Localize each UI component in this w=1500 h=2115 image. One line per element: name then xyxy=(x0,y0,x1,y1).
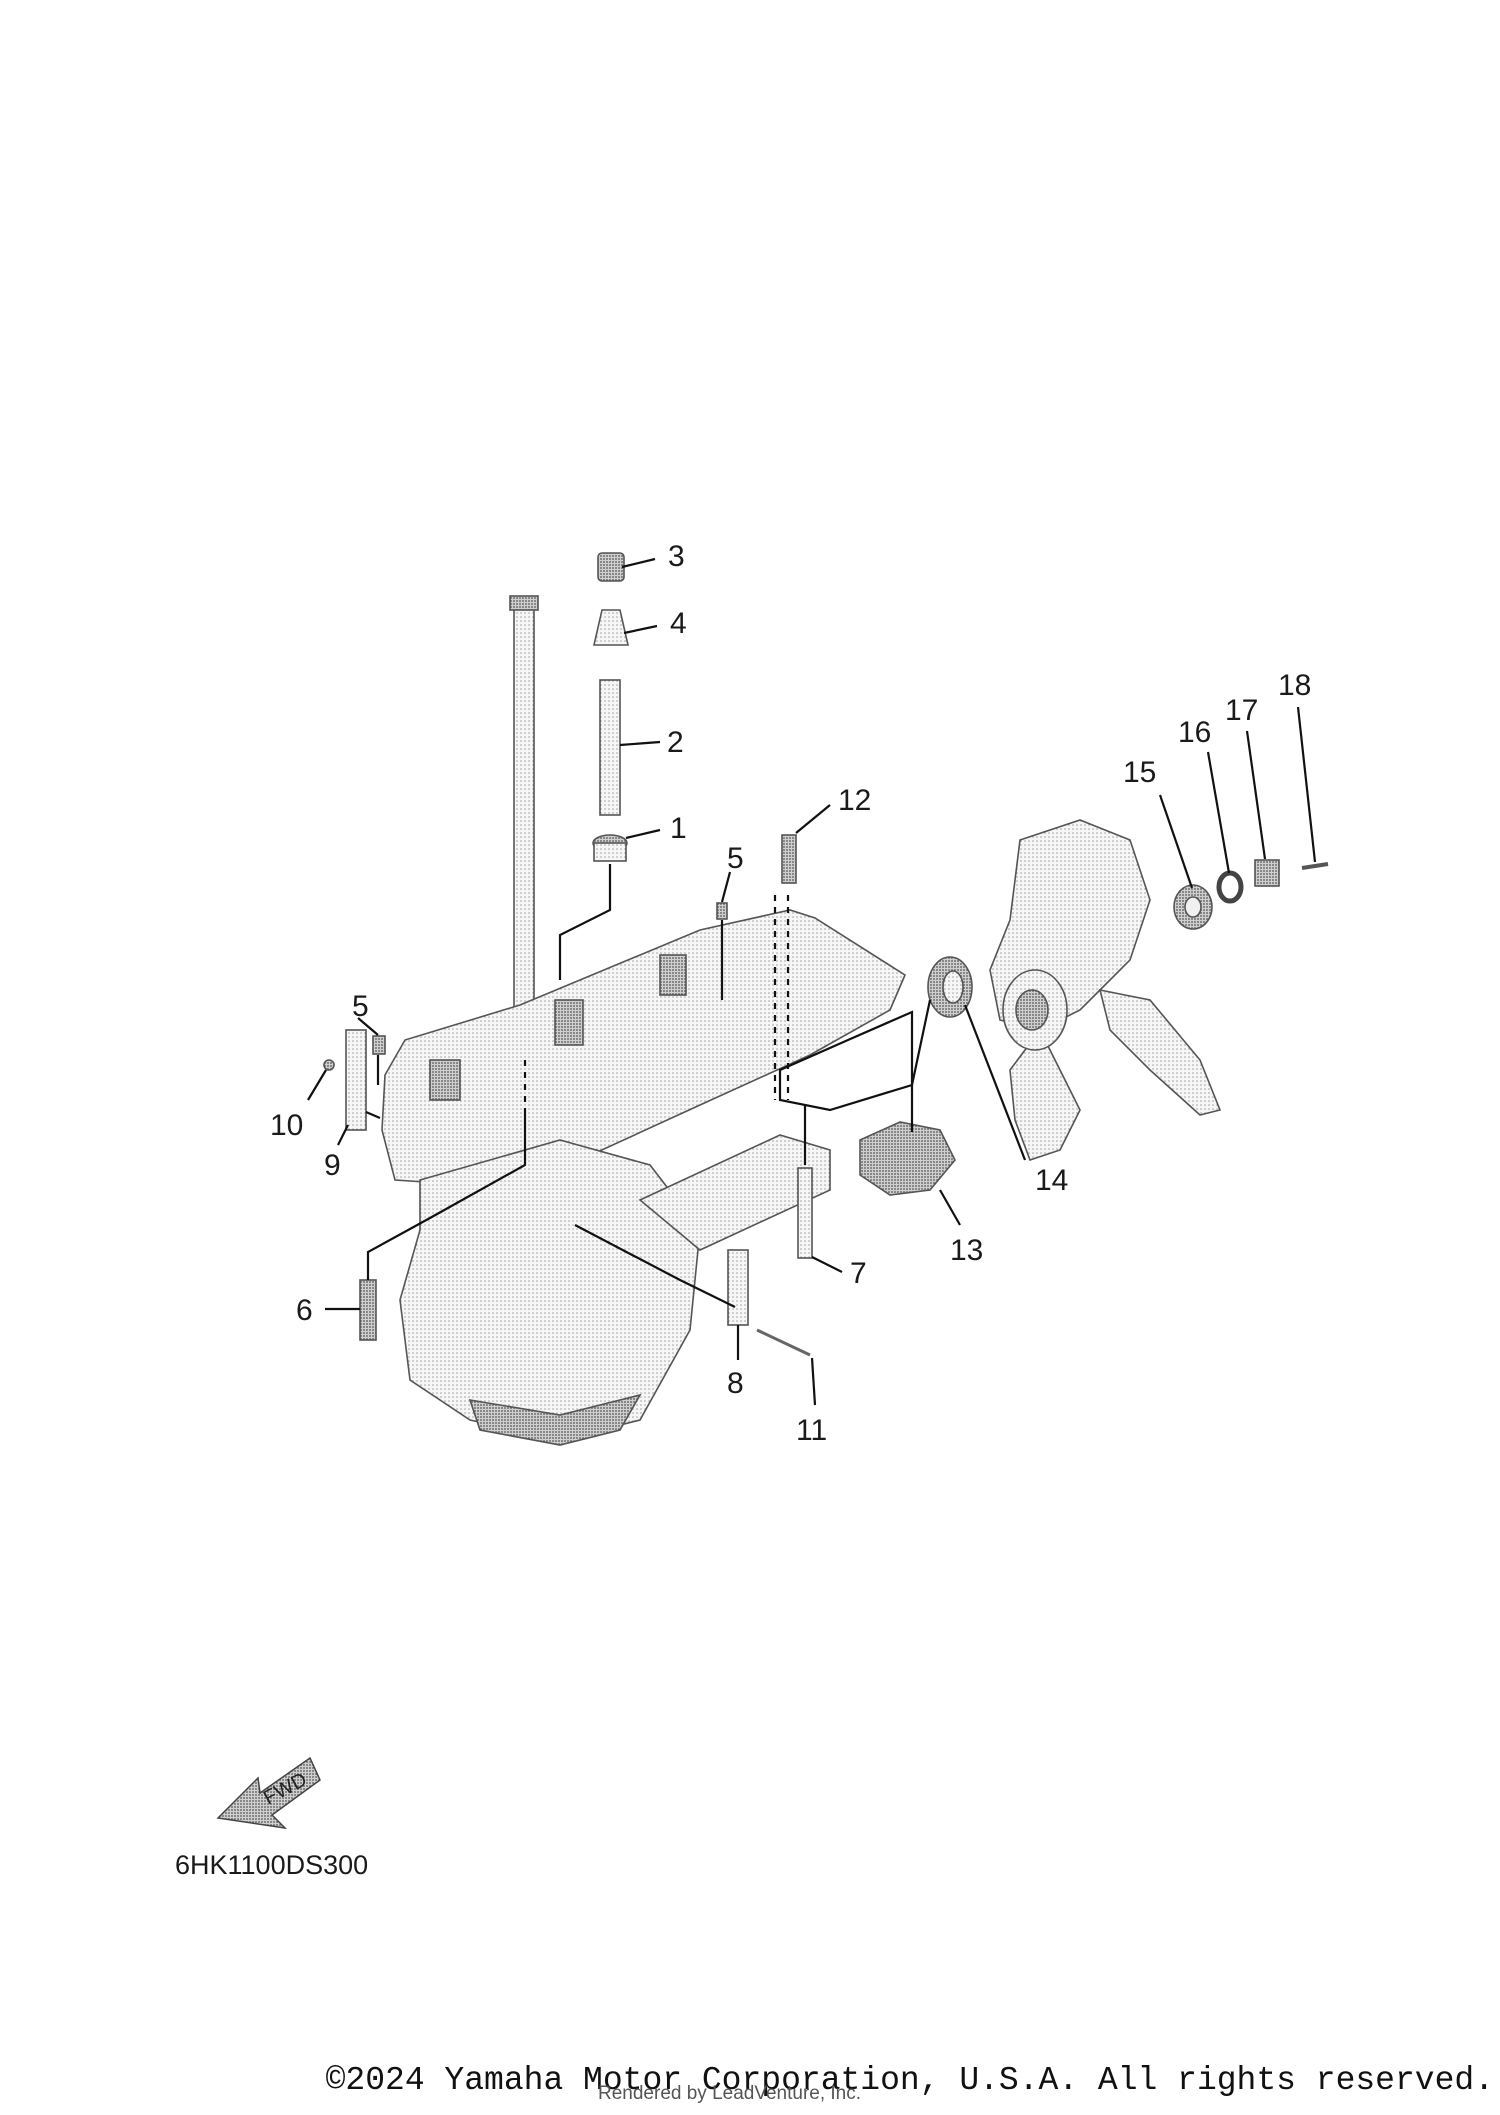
propeller xyxy=(989,819,1222,1162)
part-13-bolt xyxy=(781,834,797,884)
part-1-grommet xyxy=(592,834,628,862)
part-16-spacer xyxy=(1216,870,1244,904)
leader-lines xyxy=(307,557,1317,1406)
copyright-notice: ©2024 Yamaha Motor Corporation, U.S.A. A… xyxy=(325,2062,1494,2099)
callout-2: 2 xyxy=(667,726,684,759)
callout-6: 6 xyxy=(296,1294,313,1327)
callout-4: 4 xyxy=(670,607,687,640)
callout-labels: 3 4 2 1 12 5 5 10 9 6 7 8 11 13 14 15 16… xyxy=(270,540,1311,1447)
callout-12: 13 xyxy=(950,1234,983,1267)
callout-10: 11 xyxy=(796,1414,827,1447)
drawing-code: 6HK1100DS300 xyxy=(175,1850,368,1880)
callout-15: 15 xyxy=(1123,756,1156,789)
callout-7: 7 xyxy=(850,1257,867,1290)
lower-casing xyxy=(381,909,907,1446)
part-3-bushing xyxy=(597,552,625,582)
drive-shaft xyxy=(509,595,539,1031)
callout-16: 16 xyxy=(1178,716,1211,749)
part-6-bolt xyxy=(359,1279,377,1341)
part-11-screw xyxy=(323,1059,335,1071)
callout-13: 12 xyxy=(838,784,871,817)
callout-18: 18 xyxy=(1278,669,1311,702)
part-8-anode xyxy=(727,1249,749,1326)
part-18-cotter-pin xyxy=(1301,862,1329,870)
part-12-trim-tab xyxy=(859,1121,956,1196)
assembly-dash-lines xyxy=(523,895,790,1110)
callout-11: 10 xyxy=(270,1109,303,1142)
part-4-seal xyxy=(592,609,630,646)
callout-3: 3 xyxy=(668,540,685,573)
callout-8: 8 xyxy=(727,1367,744,1400)
part-5-left xyxy=(372,1035,386,1055)
fwd-arrow-icon: FWD xyxy=(216,1756,321,1830)
part-9-anode xyxy=(345,1029,367,1131)
rendered-by-notice: Rendered by LeadVenture, Inc. xyxy=(598,2083,862,2104)
part-2-water-tube xyxy=(599,679,621,816)
part-10-screw xyxy=(756,1328,811,1357)
part-7-bolt xyxy=(797,1167,813,1259)
part-17-nut xyxy=(1254,859,1280,887)
callout-17: 17 xyxy=(1225,694,1258,727)
part-15-washer xyxy=(1173,884,1213,930)
callout-14: 14 xyxy=(1035,1164,1068,1197)
callout-1: 1 xyxy=(670,812,687,845)
part-5-upper xyxy=(716,902,728,920)
part-14-washer xyxy=(927,956,973,1018)
callout-9: 9 xyxy=(324,1149,341,1182)
callout-5-left: 5 xyxy=(352,990,369,1023)
callout-5-upper: 5 xyxy=(727,842,744,875)
